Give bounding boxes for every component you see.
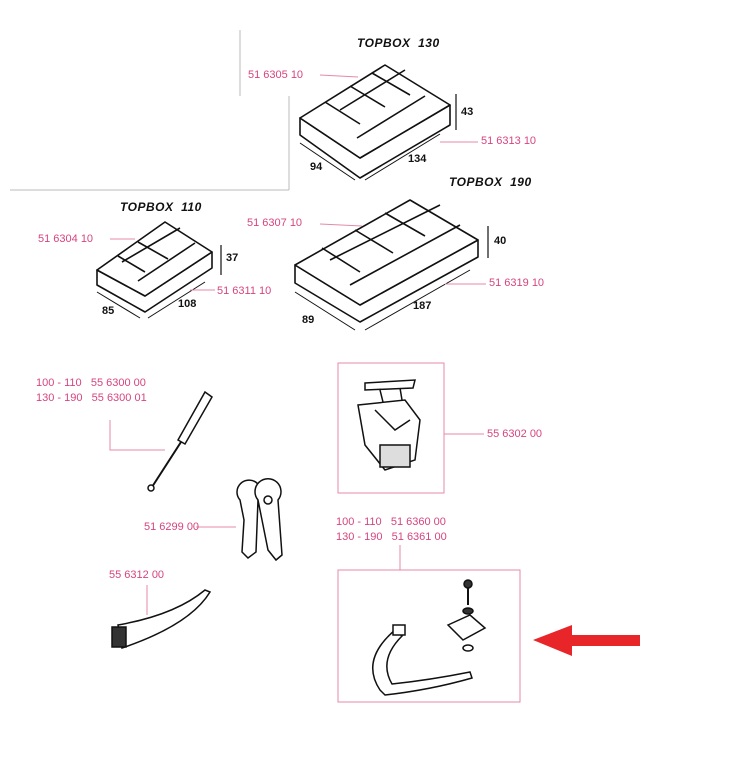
part-label: 51 6313 10: [481, 135, 537, 147]
title-topbox-110: TOPBOX 110: [120, 200, 202, 214]
part-label: 51 6307 10: [247, 217, 303, 229]
dimension-height: 37: [226, 252, 239, 264]
dimension-height: 43: [461, 106, 474, 118]
title-topbox-190: TOPBOX 190: [449, 175, 532, 189]
latch-illustration: [357, 379, 421, 471]
dimension-width: 89: [302, 314, 315, 326]
part-label: 51 6305 10: [248, 69, 304, 81]
dimension-length: 134: [408, 153, 427, 165]
dimension-width: 85: [102, 305, 115, 317]
keys-illustration: [236, 477, 283, 562]
mounting-kit-label: 130 - 190 51 6361 00: [336, 531, 447, 543]
dimension-length: 187: [413, 300, 432, 312]
red-arrow-indicator: [533, 625, 640, 656]
mounting-kit-illustration: [372, 579, 487, 696]
gas-strut-label: 100 - 110 55 6300 00: [36, 377, 146, 389]
dimension-length: 108: [178, 298, 197, 310]
part-label: 51 6319 10: [489, 277, 545, 289]
mounting-kit-label: 100 - 110 51 6360 00: [336, 516, 446, 528]
topbox-110-illustration: [96, 221, 222, 319]
leader-lines: [109, 74, 521, 703]
seal-illustration: [111, 589, 212, 649]
dimension-height: 40: [494, 235, 507, 247]
title-topbox-130: TOPBOX 130: [357, 36, 440, 50]
seal-label: 55 6312 00: [109, 569, 165, 581]
topbox-190-illustration: [294, 199, 489, 331]
latch-label: 55 6302 00: [487, 428, 543, 440]
part-label: 51 6304 10: [38, 233, 94, 245]
gas-strut-label: 130 - 190 55 6300 01: [36, 392, 147, 404]
dimension-width: 94: [310, 161, 323, 173]
topbox-130-illustration: [299, 64, 457, 181]
gas-strut-illustration: [147, 390, 213, 492]
frame-lines: [10, 30, 290, 191]
part-label: 51 6311 10: [217, 285, 272, 297]
keys-label: 51 6299 00: [144, 521, 200, 533]
